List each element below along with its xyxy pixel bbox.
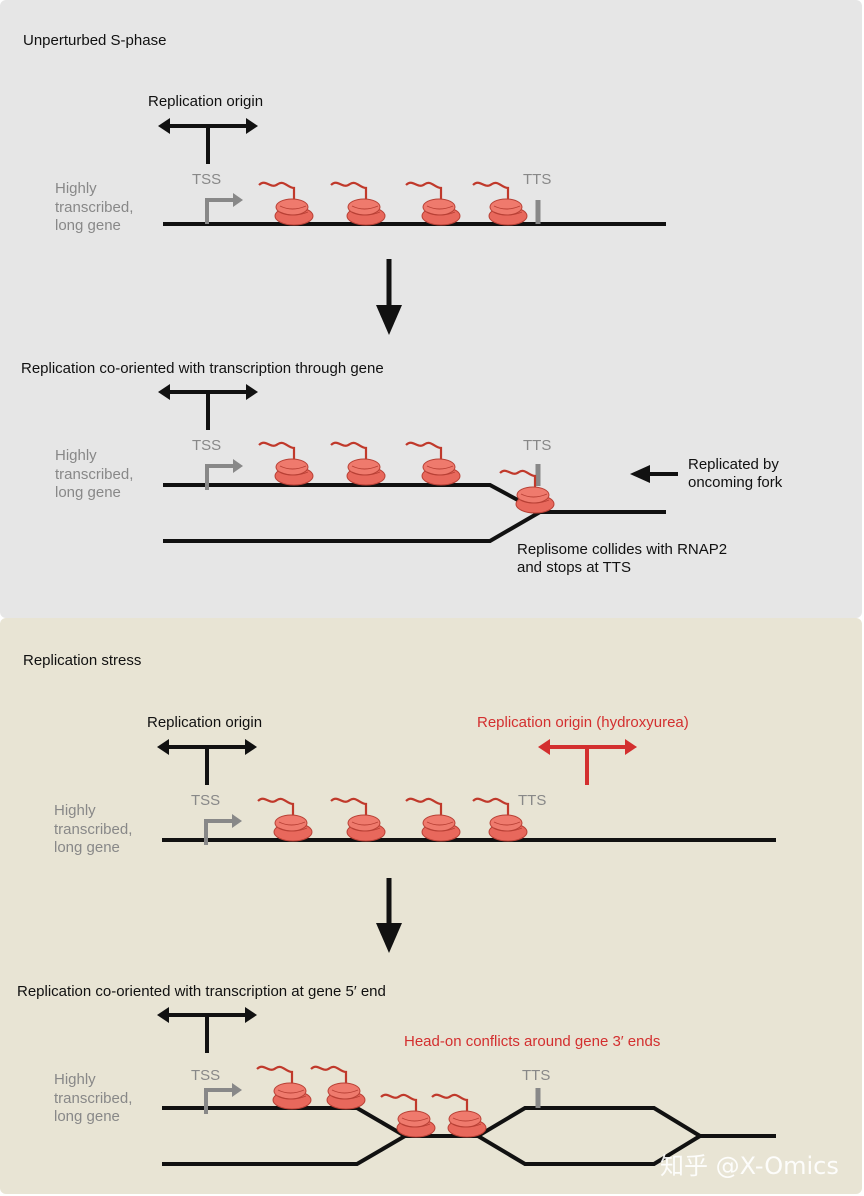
origin-arrow bbox=[156, 116, 260, 166]
dna-strand-upper bbox=[163, 483, 666, 514]
tts-label: TTS bbox=[522, 1067, 551, 1084]
gene-label: Highly transcribed, long gene bbox=[54, 1071, 133, 1125]
watermark: 知乎 @X-Omics bbox=[660, 1152, 839, 1180]
panel-title: Replication stress bbox=[23, 652, 142, 669]
dna-strand-lower bbox=[163, 510, 542, 543]
rnap2-polymerase bbox=[329, 181, 387, 227]
tss-label: TSS bbox=[191, 1067, 221, 1084]
rnap2-polymerase bbox=[404, 441, 462, 487]
dna-strand-upper bbox=[162, 1106, 776, 1138]
tss-label: TSS bbox=[191, 792, 221, 809]
tts-label: TTS bbox=[523, 437, 552, 454]
tts-label: TTS bbox=[523, 171, 552, 188]
tts-label: TTS bbox=[518, 792, 547, 809]
rnap2-polymerase bbox=[498, 469, 556, 515]
tss-label: TSS bbox=[192, 437, 222, 454]
rnap2-polymerase bbox=[430, 1093, 488, 1139]
origin-arrow bbox=[155, 737, 259, 787]
step-title: Replication co-oriented with transcripti… bbox=[17, 983, 386, 1000]
gene-label: Highly transcribed, long gene bbox=[55, 447, 134, 501]
left-arrow bbox=[630, 465, 678, 483]
hydroxyurea-origin-label: Replication origin (hydroxyurea) bbox=[477, 714, 689, 731]
rnap2-polymerase bbox=[257, 441, 315, 487]
origin-arrow bbox=[155, 1005, 259, 1055]
top-panel bbox=[0, 0, 862, 618]
down-arrow bbox=[376, 878, 402, 953]
origin-arrow bbox=[156, 382, 260, 432]
rnap2-polymerase bbox=[471, 181, 529, 227]
rnap2-polymerase bbox=[256, 797, 314, 843]
rnap2-polymerase bbox=[379, 1093, 437, 1139]
gene-label: Highly transcribed, long gene bbox=[55, 180, 134, 234]
dna-strand-lower bbox=[162, 1134, 702, 1166]
rnap2-polymerase bbox=[257, 181, 315, 227]
gene-label: Highly transcribed, long gene bbox=[54, 802, 133, 856]
rnap2-polymerase bbox=[329, 441, 387, 487]
down-arrow bbox=[376, 259, 402, 335]
origin-label: Replication origin bbox=[147, 714, 263, 731]
tss-label: TSS bbox=[192, 171, 222, 188]
origin-label: Replication origin bbox=[148, 93, 264, 110]
rnap2-polymerase bbox=[255, 1065, 313, 1111]
rnap2-polymerase bbox=[404, 797, 462, 843]
step-title: Replication co-oriented with transcripti… bbox=[21, 360, 384, 377]
tss-marker bbox=[205, 191, 245, 226]
hydroxyurea-origin-arrow bbox=[538, 739, 637, 785]
head-on-label: Head-on conflicts around gene 3′ ends bbox=[404, 1033, 661, 1050]
panel-title: Unperturbed S-phase bbox=[23, 32, 167, 49]
rnap2-polymerase bbox=[309, 1065, 367, 1111]
oncoming-fork-label: Replicated by oncoming fork bbox=[688, 456, 783, 491]
collision-label: Replisome collides with RNAP2 and stops … bbox=[517, 541, 728, 576]
rnap2-polymerase bbox=[404, 181, 462, 227]
bottom-panel bbox=[0, 618, 862, 1194]
rnap2-polymerase bbox=[329, 797, 387, 843]
